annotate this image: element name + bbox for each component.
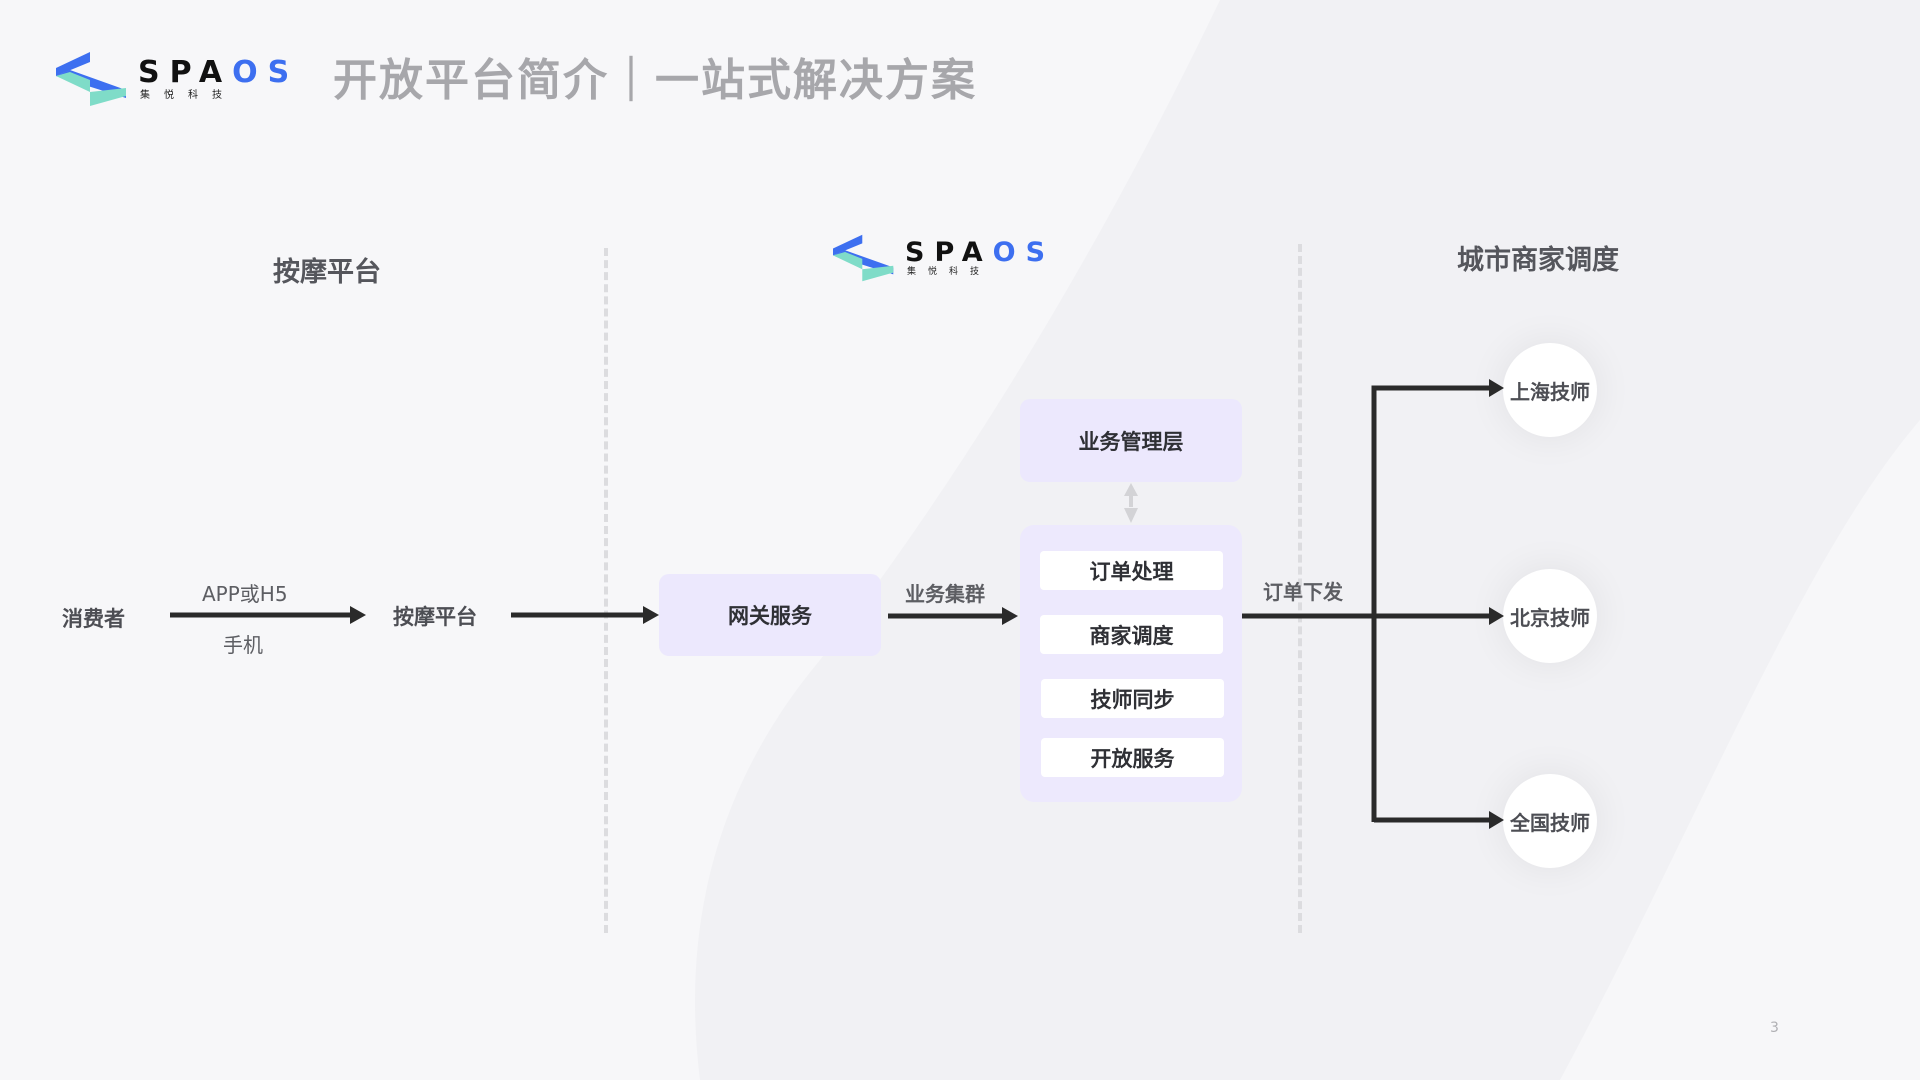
cluster-item-open-service: 开放服务 (1041, 738, 1224, 777)
divider-right (1298, 244, 1302, 933)
node-gateway-service: 网关服务 (659, 574, 881, 656)
target-beijing-technician: 北京技师 (1503, 569, 1597, 663)
edge-label-business-cluster: 业务集群 (905, 582, 985, 606)
edge-label-app-h5: APP或H5 (202, 582, 288, 606)
page-number: 3 (1770, 1020, 1779, 1036)
logo-word-blue: OS (232, 54, 300, 90)
target-shanghai-technician: 上海技师 (1503, 343, 1597, 437)
column-title-city-dispatch: 城市商家调度 (1457, 245, 1619, 276)
divider-left (604, 248, 608, 933)
logo-subtitle: 集悦科技 (907, 267, 992, 277)
cluster-item-order-processing: 订单处理 (1040, 551, 1223, 590)
node-consumer: 消费者 (62, 607, 125, 631)
edge-label-phone: 手机 (223, 633, 263, 657)
column-title-massage-platform: 按摩平台 (273, 257, 381, 288)
spaos-logo-icon (833, 234, 894, 282)
node-massage-platform: 按摩平台 (393, 605, 477, 629)
center-logo: SPAOS 集悦科技 (833, 234, 1055, 282)
spaos-logo-icon (56, 52, 126, 106)
business-cluster: 订单处理 商家调度 技师同步 开放服务 (1020, 525, 1242, 802)
logo-subtitle: 集悦科技 (140, 89, 236, 101)
cluster-item-merchant-dispatch: 商家调度 (1040, 615, 1223, 654)
cluster-item-technician-sync: 技师同步 (1041, 679, 1224, 718)
logo-word-dark: SPA (138, 54, 233, 90)
node-business-management-layer: 业务管理层 (1020, 399, 1242, 482)
header-logo: SPAOS 集悦科技 (56, 52, 299, 106)
edge-label-order-dispatch: 订单下发 (1263, 580, 1343, 604)
logo-word-blue: OS (992, 237, 1056, 268)
logo-word-dark: SPA (905, 237, 993, 268)
target-national-technician: 全国技师 (1503, 774, 1597, 868)
page-title: 开放平台简介｜一站式解决方案 (333, 55, 977, 106)
